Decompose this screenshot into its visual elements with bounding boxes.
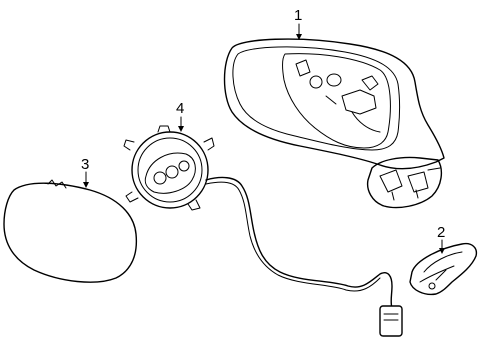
cover-cap [409, 242, 478, 296]
callout-4: 4 [176, 100, 184, 132]
callout-3-label: 3 [81, 156, 89, 173]
motor-actuator [123, 125, 403, 337]
mirror-housing [223, 38, 445, 209]
callout-2-label: 2 [437, 224, 445, 241]
mirror-glass [3, 179, 138, 283]
callout-1: 1 [294, 7, 302, 40]
callout-1-label: 1 [294, 7, 302, 24]
callout-3: 3 [81, 156, 89, 188]
callout-4-label: 4 [176, 100, 184, 117]
callout-2: 2 [437, 224, 445, 254]
